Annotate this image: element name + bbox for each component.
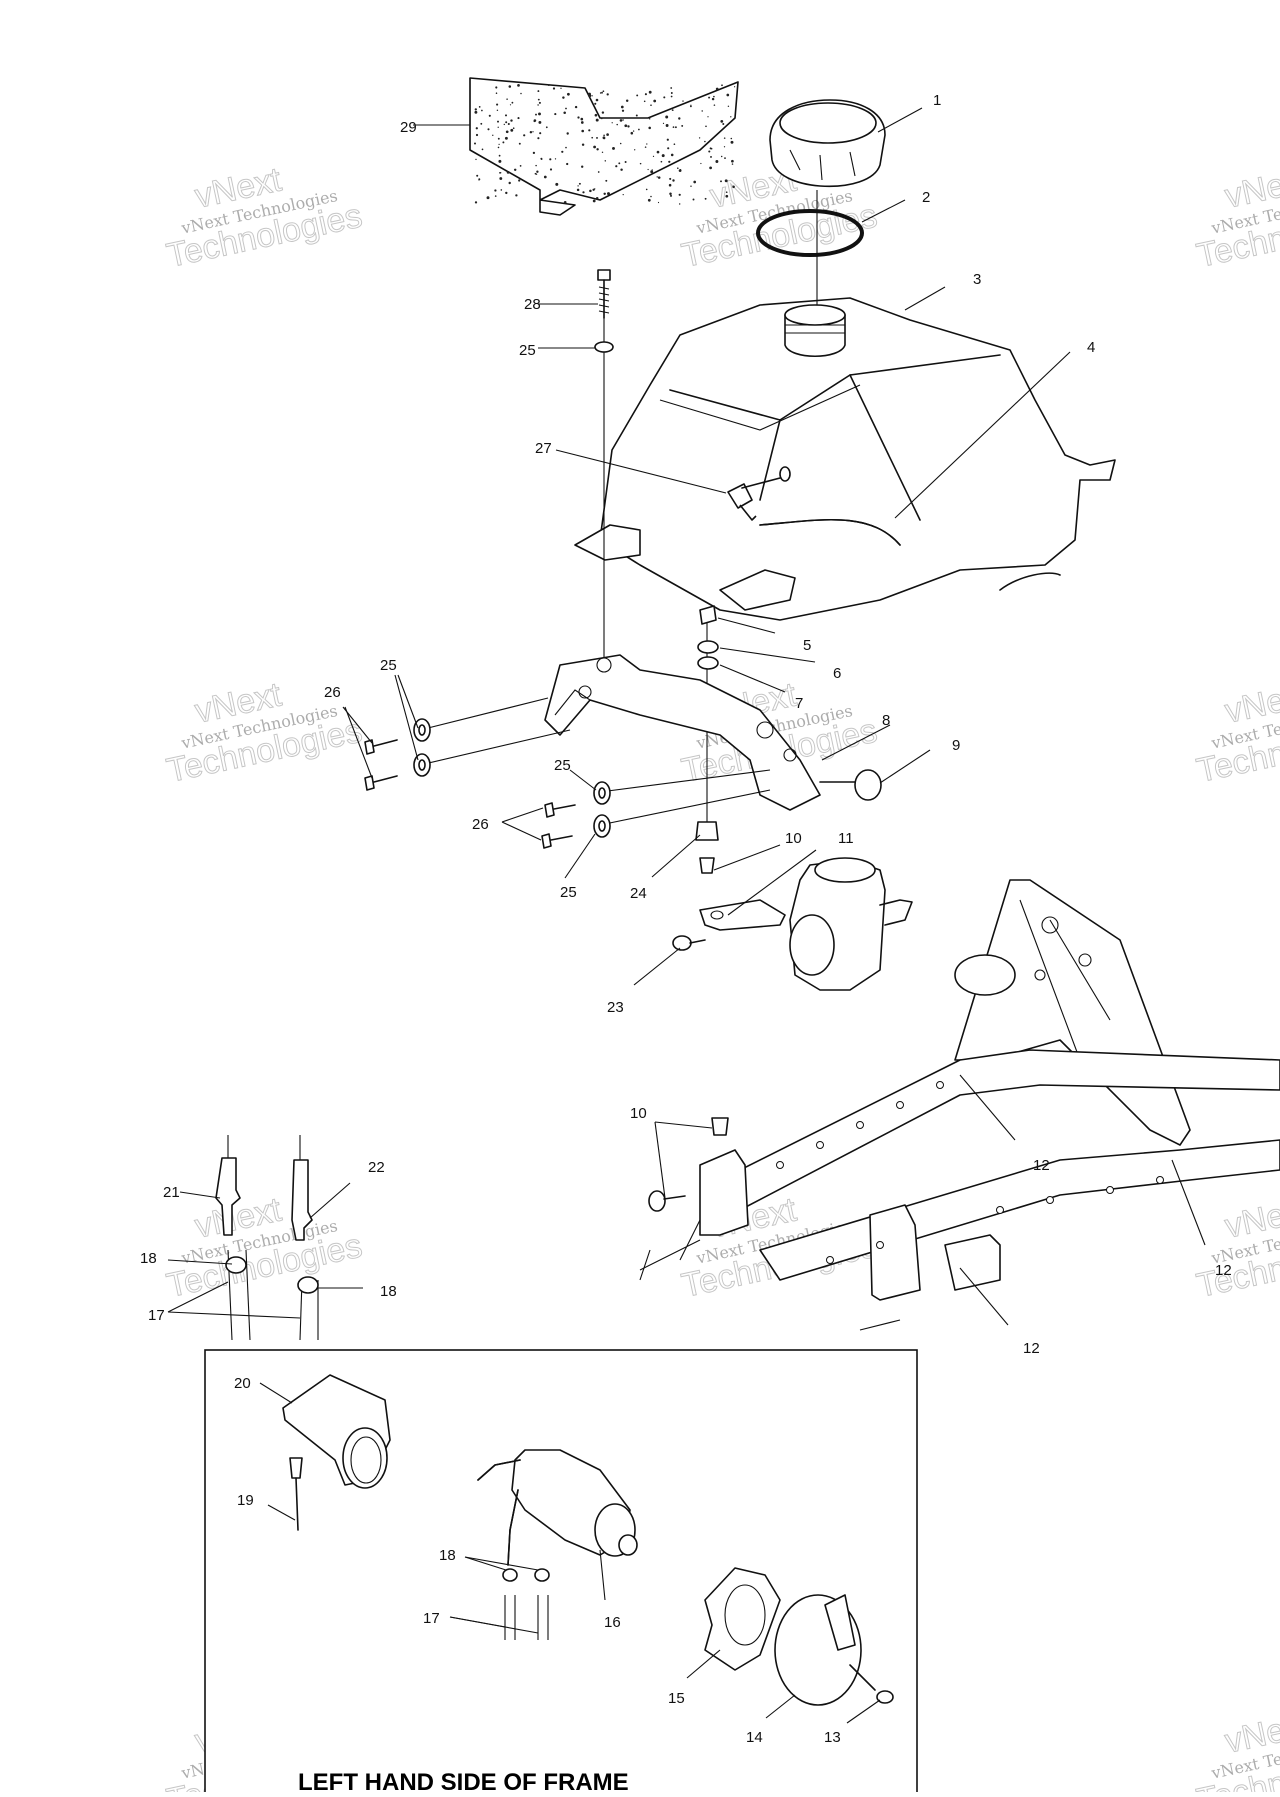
callout-10a: 10	[785, 830, 802, 847]
callout-16: 16	[604, 1614, 621, 1631]
callout-9: 9	[952, 737, 960, 754]
callout-29: 29	[400, 119, 417, 136]
part-fuel-filter-16	[477, 1449, 638, 1640]
callout-7: 7	[795, 695, 803, 712]
callout-11: 11	[838, 830, 854, 847]
callout-19: 19	[237, 1492, 254, 1509]
leader-lines	[167, 107, 1206, 1724]
callout-10b: 10	[630, 1105, 647, 1122]
callout-22: 22	[368, 1159, 385, 1176]
callout-1: 1	[933, 92, 941, 109]
callout-13: 13	[824, 1729, 841, 1746]
callout-5: 5	[803, 637, 811, 654]
callout-17b: 17	[423, 1610, 440, 1627]
callout-20: 20	[234, 1375, 251, 1392]
part-rivet-19	[289, 1457, 303, 1531]
callout-23: 23	[607, 999, 624, 1016]
callout-28: 28	[524, 296, 541, 313]
callout-24: 24	[630, 885, 647, 902]
callout-21: 21	[163, 1184, 180, 1201]
part-bracket-20	[282, 1374, 391, 1489]
callout-3: 3	[973, 271, 981, 288]
callout-27: 27	[535, 440, 552, 457]
part-fittings-24	[695, 821, 719, 874]
part-bumper-9	[819, 769, 882, 801]
part-screw-13	[849, 1664, 894, 1704]
part-o-ring	[756, 209, 864, 257]
callout-labels: 1 2 3 4 5 6 7 8 9 10 11 10 12 12 12 29 2…	[140, 92, 1232, 1746]
part-bolt-28	[594, 269, 614, 353]
part-fuel-cap	[769, 99, 886, 188]
part-fuel-tank	[574, 297, 1116, 621]
part-bolts-upper	[364, 697, 571, 791]
part-screw-23	[672, 935, 706, 951]
callout-2: 2	[922, 189, 930, 206]
part-fuel-lines	[215, 1135, 319, 1341]
part-cap-14	[774, 1594, 862, 1706]
part-clamp-15	[704, 1567, 781, 1671]
callout-6: 6	[833, 665, 841, 682]
callout-14: 14	[746, 1729, 763, 1746]
part-fitting-27	[727, 466, 791, 521]
callout-25a: 25	[519, 342, 536, 359]
inset-caption: LEFT HAND SIDE OF FRAME	[298, 1769, 629, 1792]
callout-25c: 25	[554, 757, 571, 774]
callout-26b: 26	[472, 816, 489, 833]
callout-18c: 18	[439, 1547, 456, 1564]
callout-12a: 12	[1033, 1157, 1050, 1174]
part-foam-pad	[469, 77, 739, 216]
callout-25b: 25	[380, 657, 397, 674]
callout-25d: 25	[560, 884, 577, 901]
part-carburetor-11	[699, 857, 913, 991]
callout-26a: 26	[324, 684, 341, 701]
part-nut-washers	[697, 605, 719, 670]
callout-4: 4	[1087, 339, 1095, 356]
callout-12b: 12	[1215, 1262, 1232, 1279]
callout-12c: 12	[1023, 1340, 1040, 1357]
part-fittings-10	[648, 1117, 729, 1212]
part-frame	[639, 879, 1280, 1331]
callout-18b: 18	[380, 1283, 397, 1300]
callout-15: 15	[668, 1690, 685, 1707]
part-bolts-lower	[541, 769, 771, 849]
callout-18a: 18	[140, 1250, 157, 1267]
part-mount-bracket	[544, 654, 821, 811]
callout-8: 8	[882, 712, 890, 729]
callout-17a: 17	[148, 1307, 165, 1324]
